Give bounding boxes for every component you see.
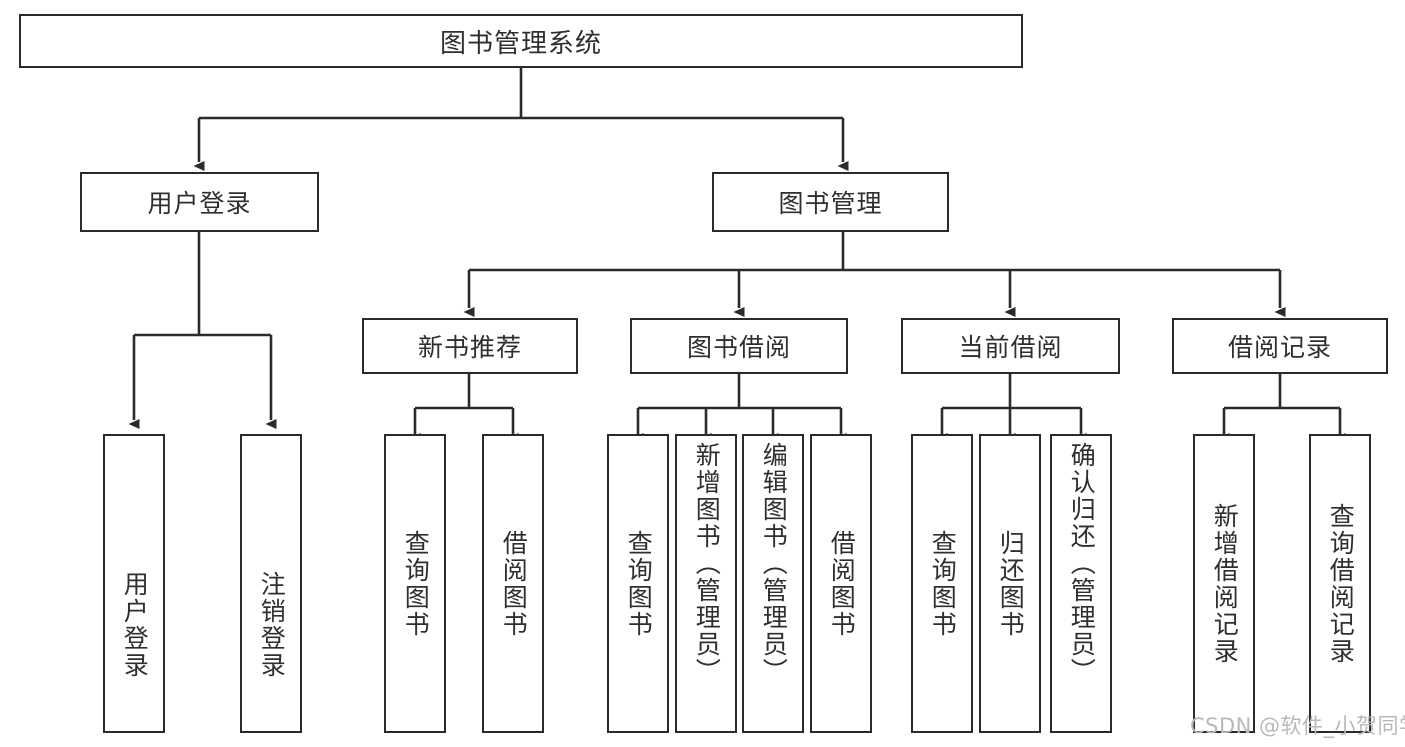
leaf-current-borrow-query[interactable]: 查询图书 [911,434,973,733]
node-current-borrow[interactable]: 当前借阅 [901,318,1120,374]
leaf-label: 用户登录 [120,571,150,679]
node-label: 图书管理 [778,189,883,218]
leaf-label: 新增借阅记录 [1210,502,1240,665]
leaf-label: 借阅图书 [827,529,857,638]
leaf-label: 查询借阅记录 [1326,502,1356,665]
leaf-new-book-query[interactable]: 查询图书 [384,434,446,733]
leaf-label: 借阅图书 [499,529,529,638]
node-label: 当前借阅 [958,333,1063,362]
leaf-book-borrow-borrow[interactable]: 借阅图书 [810,434,872,733]
node-root-library-system[interactable]: 图书管理系统 [19,14,1023,68]
node-book-borrow[interactable]: 图书借阅 [630,318,848,374]
node-book-management[interactable]: 图书管理 [712,172,949,232]
leaf-book-borrow-add[interactable]: 新增图书（管理员） [675,434,737,733]
leaf-label: 编辑图书（管理员） [759,442,789,685]
leaf-label: 注销登录 [257,571,287,679]
node-new-book-recommend[interactable]: 新书推荐 [362,318,578,374]
leaf-new-book-borrow[interactable]: 借阅图书 [482,434,544,733]
leaf-book-borrow-query[interactable]: 查询图书 [607,434,669,733]
node-borrow-record[interactable]: 借阅记录 [1172,318,1388,374]
node-label: 图书管理系统 [439,28,602,59]
leaf-user-login-login[interactable]: 用户登录 [103,434,165,733]
leaf-user-login-logout[interactable]: 注销登录 [240,434,302,733]
leaf-label: 查询图书 [624,529,654,638]
node-label: 图书借阅 [686,333,791,362]
leaf-label: 归还图书 [996,529,1026,638]
node-label: 借阅记录 [1227,333,1332,362]
leaf-label: 新增图书（管理员） [692,442,722,685]
node-user-login[interactable]: 用户登录 [80,172,319,232]
leaf-current-borrow-confirm-return[interactable]: 确认归还（管理员） [1050,434,1112,733]
leaf-borrow-record-add[interactable]: 新增借阅记录 [1193,434,1255,733]
csdn-watermark: CSDN @软件_小贺同学 [1190,714,1405,738]
leaf-current-borrow-return[interactable]: 归还图书 [979,434,1041,733]
node-label: 新书推荐 [417,333,522,362]
node-label: 用户登录 [147,189,252,218]
leaf-label: 查询图书 [401,529,431,638]
leaf-borrow-record-query[interactable]: 查询借阅记录 [1309,434,1371,733]
leaf-label: 查询图书 [928,529,958,638]
leaf-book-borrow-edit[interactable]: 编辑图书（管理员） [742,434,804,733]
leaf-label: 确认归还（管理员） [1067,442,1097,685]
